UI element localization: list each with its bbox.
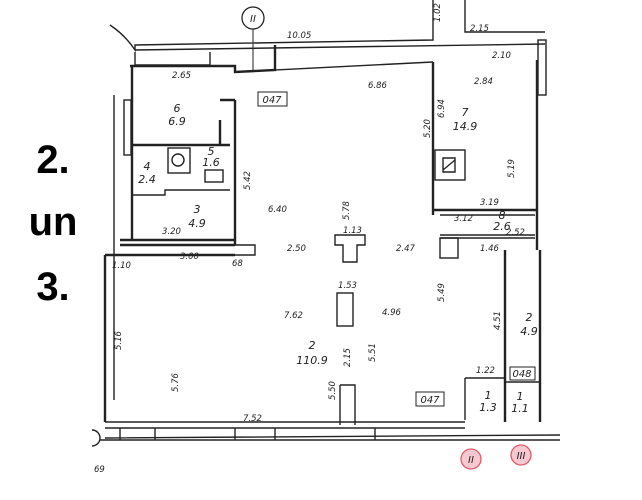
boxed-labels: 047 047 048 — [257, 91, 536, 407]
room-8-area: 2.6 — [493, 220, 511, 233]
boxed-label: 047 — [262, 95, 282, 106]
dimension-label: 4.96 — [382, 308, 402, 318]
dimension-label: 5.51 — [368, 343, 378, 362]
room-1b-number: 1 — [517, 390, 524, 403]
dimension-label: 1.02 — [433, 3, 443, 22]
dimension-label: 7.52 — [243, 414, 262, 424]
room-main-number: 2 — [309, 339, 316, 352]
room-3-number: 3 — [194, 203, 201, 216]
dimension-label: 1.22 — [476, 366, 495, 376]
room-1-area: 1.3 — [479, 401, 497, 414]
axis-marker-top: II — [241, 6, 265, 70]
dimension-label: 4.51 — [493, 311, 503, 330]
dimension-label: 1.53 — [338, 281, 357, 291]
room-6-area: 6.9 — [168, 115, 186, 128]
dimension-label: 5.19 — [507, 159, 517, 178]
side-label-3: 3. — [36, 265, 70, 309]
svg-text:II: II — [468, 455, 474, 466]
room-3-area: 4.9 — [188, 217, 206, 230]
dimension-label: 5.78 — [342, 200, 352, 220]
dimension-label: 2.15 — [343, 348, 353, 367]
dimension-label: 6.94 — [437, 99, 447, 118]
dimension-label: 3.20 — [162, 227, 181, 237]
dimension-label: 5.49 — [437, 283, 447, 302]
boxed-label: 048 — [512, 369, 531, 380]
dimension-label: 2.15 — [470, 24, 489, 34]
room-labels: 6 6.9 7 14.9 5 1.6 4 2.4 3 4.9 8 2.6 2 1… — [138, 102, 538, 415]
dimension-label: 1.10 — [112, 261, 131, 271]
room-1-number: 1 — [485, 389, 492, 402]
dimension-label: 2.65 — [172, 71, 191, 81]
dimension-label: 2.84 — [474, 77, 493, 87]
dimension-label: 7.62 — [284, 311, 303, 321]
dimension-label: 2.52 — [506, 228, 525, 238]
dimension-label: 5.16 — [114, 330, 124, 350]
dimension-label: 2.10 — [492, 51, 511, 61]
dimension-label: 3.19 — [480, 198, 499, 208]
dimension-label: 5.50 — [328, 381, 338, 400]
dimension-label: 10.05 — [287, 31, 311, 41]
axis-marker-bottom-left: II — [460, 448, 482, 470]
room-4-area: 2.4 — [138, 173, 156, 186]
dimension-label: 5.42 — [243, 171, 253, 190]
dimension-label: 3.00 — [180, 252, 199, 262]
room-7-area: 14.9 — [453, 120, 478, 133]
room-8-number: 8 — [499, 209, 506, 222]
side-label-2: 2. — [36, 138, 70, 182]
room-1b-area: 1.1 — [511, 402, 529, 415]
room-7-number: 7 — [462, 106, 469, 119]
dimension-label: 69 — [94, 465, 105, 475]
dimension-label: 2.47 — [396, 244, 416, 254]
room-5-area: 1.6 — [202, 156, 220, 169]
svg-text:III: III — [517, 451, 526, 462]
dimensions: 10.05 1.02 2.15 2.10 2.65 6.86 2.84 5.20… — [94, 3, 525, 475]
dimension-label: 68 — [232, 259, 243, 269]
dimension-label: 1.46 — [480, 244, 500, 254]
dimension-label: 5.76 — [171, 372, 181, 392]
dimension-label: 6.40 — [268, 205, 287, 215]
room-5-number: 5 — [208, 145, 215, 158]
dimension-label: 3.12 — [454, 214, 473, 224]
walls — [91, 0, 561, 447]
svg-text:II: II — [250, 14, 256, 25]
dimension-label: 2.50 — [287, 244, 306, 254]
room-2-area: 4.9 — [520, 325, 538, 338]
axis-marker-bottom-right: III — [510, 444, 532, 466]
dimension-label: 6.86 — [368, 81, 388, 91]
dimension-label: 5.20 — [423, 119, 433, 138]
room-main-area: 110.9 — [296, 354, 328, 367]
side-label-un: un — [28, 200, 78, 244]
boxed-label: 047 — [420, 395, 440, 406]
room-6-number: 6 — [174, 102, 181, 115]
room-2-number: 2 — [526, 311, 533, 324]
dimension-label: 1.13 — [343, 226, 362, 236]
room-4-number: 4 — [144, 160, 151, 173]
